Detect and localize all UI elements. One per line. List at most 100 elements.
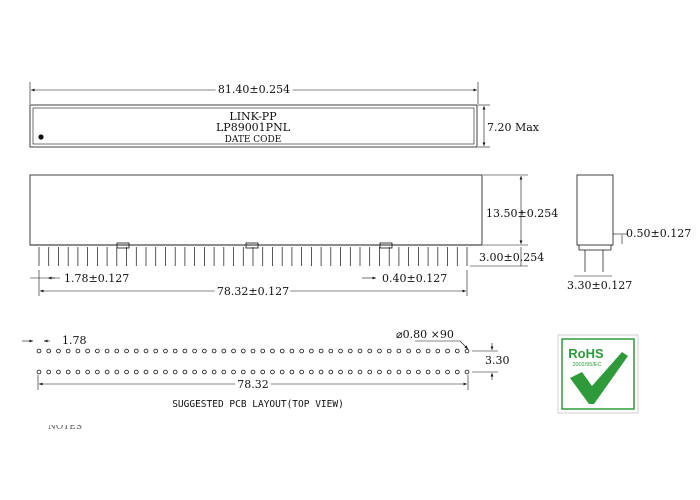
- pcb-caption: SUGGESTED PCB LAYOUT(TOP VIEW): [172, 399, 344, 410]
- pcb-hole: [65, 348, 71, 354]
- side-row-dim: 3.30±0.127: [567, 279, 632, 292]
- pcb-hole: [143, 348, 149, 354]
- pcb-hole: [114, 348, 120, 354]
- pcb-hole: [425, 369, 431, 375]
- pcb-hole: [56, 369, 61, 375]
- pcb-hole: [153, 348, 159, 354]
- pcb-hole: [406, 348, 411, 354]
- pin-width-dim: 0.40±0.127: [382, 272, 447, 285]
- pcb-hole: [250, 369, 256, 375]
- pcb-hole: [153, 369, 159, 375]
- pcb-hole: [367, 369, 373, 375]
- top-width-dim: 81.40±0.254: [218, 83, 290, 96]
- part-number-label: LP89001PNL: [216, 121, 291, 134]
- pcb-hole: [386, 369, 392, 375]
- pcb-hole: [192, 369, 197, 375]
- pcb-hole: [211, 348, 217, 354]
- pcb-hole: [435, 369, 441, 375]
- top-height-dim: 7.20 Max: [487, 121, 540, 134]
- pcb-hole: [240, 348, 246, 354]
- rohs-badge: RoHS 2002/95/EC: [557, 334, 639, 414]
- pcb-hole: [279, 369, 285, 375]
- pcb-hole: [163, 348, 168, 354]
- pcb-hole: [396, 369, 402, 375]
- standoff-tab: [379, 242, 393, 249]
- pcb-hole: [386, 348, 392, 354]
- pcb-hole: [299, 348, 304, 354]
- pcb-holes: [36, 348, 470, 375]
- pcb-hole: [182, 369, 188, 375]
- pcb-hole: [231, 348, 236, 354]
- pcb-hole: [338, 369, 343, 375]
- pcb-hole: [95, 369, 100, 375]
- pcb-hole: [416, 369, 421, 375]
- pin-span-dim: 78.32±0.127: [217, 285, 289, 298]
- pcb-hole: [202, 348, 207, 354]
- pcb-hole: [36, 348, 42, 354]
- standoff-tab: [116, 242, 130, 249]
- pcb-hole: [338, 348, 343, 354]
- pcb-hole: [357, 369, 363, 375]
- brand-label: LINK-PP: [229, 110, 277, 123]
- pcb-hole: [104, 369, 110, 375]
- pcb-hole: [347, 348, 353, 354]
- top-view: 81.40±0.254 LINK-PP LP89001PNL DATE CODE…: [29, 80, 540, 148]
- pcb-hole: [221, 348, 227, 354]
- pcb-hole: [270, 348, 275, 354]
- pitch-dim: 1.78±0.127: [64, 272, 129, 285]
- notes-label: NOTES: [48, 422, 82, 432]
- rohs-subtitle: 2002/95/EC: [572, 362, 601, 368]
- pcb-hole: [172, 369, 178, 375]
- pcb-hole: [367, 348, 373, 354]
- pcb-hole: [36, 369, 42, 375]
- pcb-hole: [56, 348, 61, 354]
- pcb-hole: [377, 369, 382, 375]
- rohs-title: RoHS: [568, 346, 604, 361]
- pcb-hole: [143, 369, 149, 375]
- pcb-hole: [260, 348, 266, 354]
- pcb-hole: [270, 369, 275, 375]
- pcb-hole: [46, 348, 52, 354]
- standoff-tab: [245, 242, 259, 249]
- front-view-body: [29, 174, 483, 246]
- pcb-hole: [124, 348, 129, 354]
- pcb-hole: [445, 348, 450, 354]
- pcb-hole: [221, 369, 227, 375]
- pcb-hole: [279, 348, 285, 354]
- pcb-hole: [454, 348, 460, 354]
- pcb-hole: [435, 348, 441, 354]
- front-view: 13.50±0.254 3.00±0.254 1.78±0.127 0.40±0…: [29, 174, 558, 301]
- pcb-hole: [328, 369, 334, 375]
- pcb-hole: [104, 348, 110, 354]
- pcb-hole: [318, 369, 324, 375]
- pcb-hole: [46, 369, 52, 375]
- pcb-hole: [231, 369, 236, 375]
- pcb-hole: [309, 369, 314, 375]
- checkmark-icon: [570, 352, 628, 404]
- pcb-hole: [377, 348, 382, 354]
- pcb-hole: [347, 369, 353, 375]
- pcb-hole: [406, 369, 411, 375]
- pcb-hole: [133, 348, 139, 354]
- pcb-hole: [85, 369, 90, 375]
- pcb-hole: [124, 369, 129, 375]
- pcb-hole: [133, 369, 139, 375]
- pcb-span-dim: 78.32: [237, 378, 269, 391]
- pcb-hole: [250, 348, 256, 354]
- pin1-marker: [38, 134, 44, 140]
- pcb-hole: [240, 369, 246, 375]
- pcb-hole: [396, 348, 402, 354]
- pcb-hole: [85, 348, 90, 354]
- pcb-hole: [464, 369, 470, 375]
- pcb-hole: [163, 369, 168, 375]
- pcb-hole: [65, 369, 71, 375]
- pcb-hole: [202, 369, 207, 375]
- pcb-hole: [416, 348, 421, 354]
- pcb-layout: 1.78 ⌀0.80 ×90 3.30 78.32 SUGGESTED PCB …: [22, 328, 510, 410]
- pcb-pitch-dim: 1.78: [62, 334, 87, 347]
- pcb-hole: [357, 348, 363, 354]
- pcb-hole: [182, 348, 188, 354]
- standoff-dim: 3.00±0.254: [479, 251, 544, 264]
- pcb-hole: [260, 369, 266, 375]
